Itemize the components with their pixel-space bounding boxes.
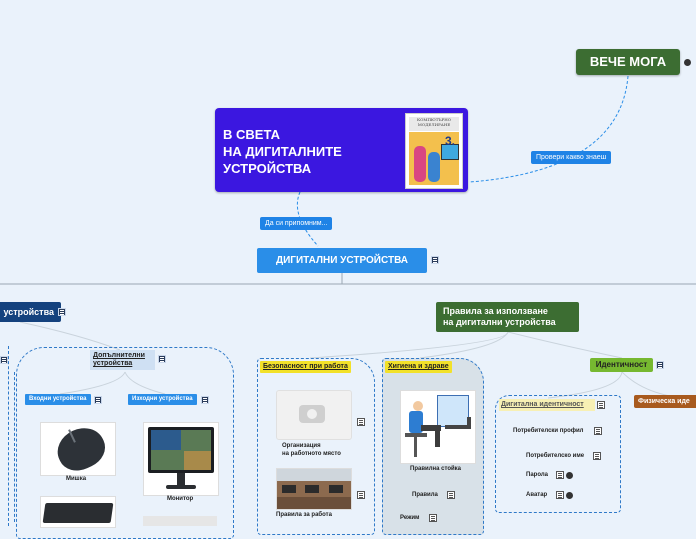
note-icon[interactable] [201, 396, 209, 404]
devices-branch-node[interactable]: устройства [0, 302, 61, 322]
org-workplace-line2: на работното място [282, 451, 341, 457]
note-icon[interactable] [556, 471, 564, 479]
panel-left-edge2 [14, 372, 17, 522]
digital-identity-panel [495, 395, 621, 513]
additional-line2: устройства [93, 360, 133, 367]
central-title-line3: УСТРОЙСТВА [223, 161, 312, 176]
central-topic[interactable]: В СВЕТА НА ДИГИТАЛНИТЕ УСТРОЙСТВА КОМПЮТ… [215, 108, 468, 192]
note-icon[interactable] [597, 401, 605, 409]
user-profile-label: Потребителски профил [513, 428, 584, 434]
digital-devices-node[interactable]: ДИГИТАЛНИ УСТРОЙСТВА [257, 248, 427, 273]
note-icon[interactable] [0, 356, 8, 364]
note-icon[interactable] [429, 514, 437, 522]
note-icon[interactable] [594, 427, 602, 435]
panel-left-edge [0, 346, 9, 526]
org-workplace-line1: Организация [282, 443, 321, 449]
link-label-check[interactable]: Провери какво знаеш [531, 151, 612, 164]
rules-branch-line1: Правила за използване [443, 306, 548, 316]
additional-devices-node[interactable]: Допълнителни устройства [90, 350, 155, 370]
posture-image [400, 390, 476, 464]
hygiene-node[interactable]: Хигиена и здраве [385, 361, 452, 373]
keyboard-image [40, 496, 116, 528]
note-icon[interactable] [556, 491, 564, 499]
connectors [0, 75, 696, 399]
username-label: Потребителско име [526, 453, 585, 459]
additional-line1: Допълнителни [93, 352, 145, 359]
note-icon[interactable] [158, 355, 166, 363]
mouse-label: Мишка [66, 476, 87, 482]
work-rules-label: Правила за работа [276, 512, 332, 518]
output-devices-node[interactable]: Изходни устройства [128, 394, 197, 405]
note-icon[interactable] [447, 491, 455, 499]
link-globe-icon[interactable] [566, 472, 573, 479]
note-icon[interactable] [58, 308, 66, 316]
mouse-image [40, 420, 116, 478]
org-workplace-label: Организация на работното място [282, 442, 341, 458]
link-globe-icon[interactable] [684, 59, 691, 66]
note-icon[interactable] [357, 418, 365, 426]
already-can-node[interactable]: ВЕЧЕ МОГА [576, 49, 680, 75]
physical-identity-node[interactable]: Физическа иде [634, 395, 696, 408]
note-icon[interactable] [357, 491, 365, 499]
regime-label: Режим [400, 515, 420, 521]
classroom-image [276, 468, 352, 510]
image-placeholder [143, 516, 217, 526]
book-grade: 3. [444, 134, 455, 148]
safety-node[interactable]: Безопасност при работа [260, 361, 351, 373]
digital-identity-node[interactable]: Дигитална идентичност [499, 399, 595, 411]
password-label: Парола [526, 472, 548, 478]
identity-node[interactable]: Идентичност [590, 358, 653, 372]
link-globe-icon[interactable] [566, 492, 573, 499]
note-icon[interactable] [431, 256, 439, 264]
note-icon[interactable] [593, 452, 601, 460]
central-title-line2: НА ДИГИТАЛНИТЕ [223, 144, 342, 159]
rules-branch-node[interactable]: Правила за използване на дигитални устро… [436, 302, 579, 332]
note-icon[interactable] [656, 361, 664, 369]
book-title: КОМПЮТЪРНО МОДЕЛИРАНЕ [409, 117, 459, 131]
central-title-line1: В СВЕТА [223, 127, 280, 142]
posture-label: Правилна стойка [410, 466, 462, 472]
link-label-remember[interactable]: Да си припомним... [260, 217, 333, 230]
rules-item-label: Правила [412, 492, 438, 498]
note-icon[interactable] [94, 396, 102, 404]
monitor-image [143, 422, 219, 496]
image-placeholder [276, 390, 352, 440]
book-cover-image: КОМПЮТЪРНО МОДЕЛИРАНЕ 3. [405, 113, 463, 189]
monitor-label: Монитор [167, 496, 194, 502]
input-devices-node[interactable]: Входни устройства [25, 394, 91, 405]
rules-branch-line2: на дигитални устройства [443, 317, 556, 327]
avatar-label: Аватар [526, 492, 548, 498]
